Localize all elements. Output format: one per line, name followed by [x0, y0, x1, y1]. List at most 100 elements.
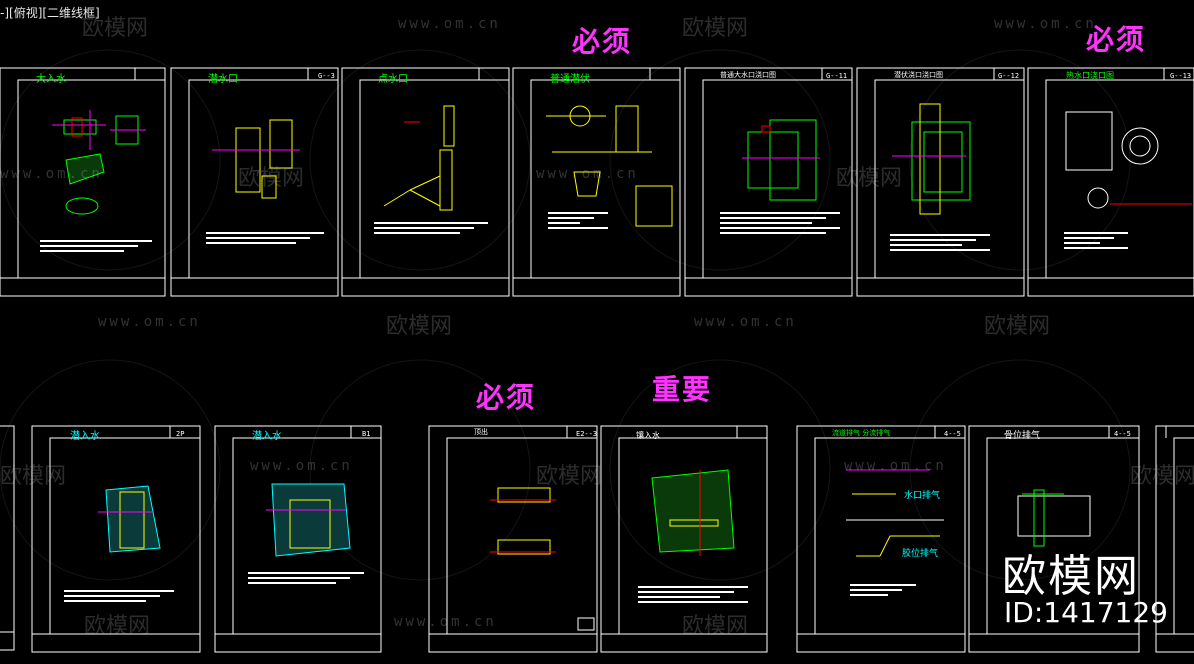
sheet-code: 2P [176, 430, 185, 438]
watermark-url: www.om.cn [250, 458, 353, 474]
watermark-circle [0, 49, 221, 271]
vent-line [879, 535, 891, 557]
sheet-title[interactable]: 骨位排气 [1004, 431, 1041, 441]
watermark-brand: 欧模网 [836, 166, 903, 191]
sheet-note: 水口排气 [904, 491, 941, 501]
part-outline [261, 175, 277, 199]
watermark-circle [609, 49, 831, 271]
section-hatch [65, 153, 105, 185]
sheet-title[interactable]: 流道排气 分流排气 [832, 429, 891, 437]
sheet-note-line [720, 212, 840, 214]
sheet-note-line [850, 594, 888, 596]
sheet-note-line [638, 591, 734, 593]
watermark-url: www.om.cn [398, 16, 501, 32]
watermark-brand: 欧模网 [536, 464, 603, 489]
title-block [577, 617, 595, 631]
part-outline [923, 131, 963, 193]
annotation-required: 必须 [572, 25, 633, 58]
sheet-title[interactable]: 镶入水 [636, 431, 660, 440]
sheet-note-line [890, 249, 990, 251]
part-outline [409, 189, 441, 207]
part-outline [769, 119, 817, 201]
sheet-note-line [64, 590, 174, 592]
watermark-url: www.om.cn [994, 16, 1097, 32]
annotation-important: 重要 [652, 373, 713, 406]
sheet-note: 胶位排气 [902, 549, 939, 559]
sheet-frame [0, 425, 15, 651]
sheet-note-line [40, 240, 152, 242]
sheet-note-line [720, 222, 812, 224]
sheet-border [702, 79, 853, 279]
part-outline [119, 491, 145, 549]
sheet-code: G--13 [1170, 72, 1192, 80]
watermark-url: www.om.cn [844, 458, 947, 474]
watermark-url: www.om.cn [394, 614, 497, 630]
table-outline [635, 185, 673, 227]
sheet-title[interactable]: 潜入水 [70, 431, 100, 442]
viewport-label[interactable]: -][俯视][二维线框] [0, 6, 100, 20]
sheet-code: 4--5 [1114, 430, 1131, 438]
nozzle-outline [1121, 127, 1159, 165]
sheet-note-line [638, 596, 720, 598]
sheet-note-line [206, 242, 296, 244]
sheet-code: G--12 [998, 72, 1020, 80]
sheet-frame [0, 67, 166, 297]
watermark-circle [309, 49, 531, 271]
part-outline [1017, 495, 1091, 537]
part-outline [409, 175, 441, 191]
sheet-note-line [1064, 232, 1128, 234]
nozzle-outline [1087, 187, 1109, 209]
sheet-note-line [720, 227, 840, 229]
part-outline [911, 121, 971, 201]
sheet-title[interactable]: 潜入水 [252, 431, 282, 442]
section-hatch [271, 483, 351, 557]
part-outline [497, 487, 551, 503]
sheet-note-line [890, 239, 976, 241]
sheet-title[interactable]: 热水口浇口图 [1066, 71, 1114, 80]
sheet-frame [684, 67, 853, 297]
sheet-note-line [248, 572, 364, 574]
sheet-title[interactable]: 大入水 [36, 74, 66, 85]
sheet-note-line [40, 245, 138, 247]
table-outline [615, 105, 639, 153]
sheet-note-line [638, 586, 748, 588]
sheet-note-line [720, 232, 826, 234]
sheet-note-line [1064, 247, 1128, 249]
sheet-title[interactable]: 普通潜伏 [550, 74, 590, 85]
sheet-title[interactable]: 点水口 [378, 74, 408, 85]
watermark-url: www.om.cn [536, 166, 639, 182]
watermark-circle [609, 359, 831, 581]
sheet-frame [1155, 425, 1194, 653]
sheet-frame [1027, 67, 1194, 297]
sheet-note-line [64, 600, 146, 602]
sheet-note-line [890, 234, 990, 236]
sheet-note-line [248, 577, 350, 579]
runner-outline [65, 197, 99, 215]
watermark-brand: 欧模网 [238, 166, 305, 191]
part-outline [383, 189, 411, 207]
sheet-note-line [548, 227, 608, 229]
sheet-title[interactable]: 普通大水口浇口图 [720, 71, 776, 79]
sheet-title[interactable]: 潜水口 [208, 74, 238, 85]
sheet-note-line [548, 212, 608, 214]
watermark-circle [909, 49, 1131, 271]
sheet-note-line [64, 595, 160, 597]
part-outline [439, 149, 453, 211]
watermark-url: www.om.cn [0, 166, 103, 182]
sheet-title[interactable]: 潜伏浇口浇口图 [894, 71, 943, 79]
sheet-note-line [374, 232, 460, 234]
part-outline [573, 171, 601, 197]
part-outline [443, 105, 455, 147]
part-outline [919, 103, 941, 215]
brand-logo: 欧模网 [1002, 551, 1140, 602]
sheet-title[interactable]: 顶出 [474, 428, 488, 436]
watermark-circle [309, 359, 531, 581]
sheet-frame [512, 67, 681, 297]
sheet-note-line [850, 584, 916, 586]
gate-section [761, 125, 771, 133]
sheet-note-line [548, 217, 594, 219]
part-outline [669, 519, 719, 527]
watermark-brand: 欧模网 [1130, 464, 1194, 489]
